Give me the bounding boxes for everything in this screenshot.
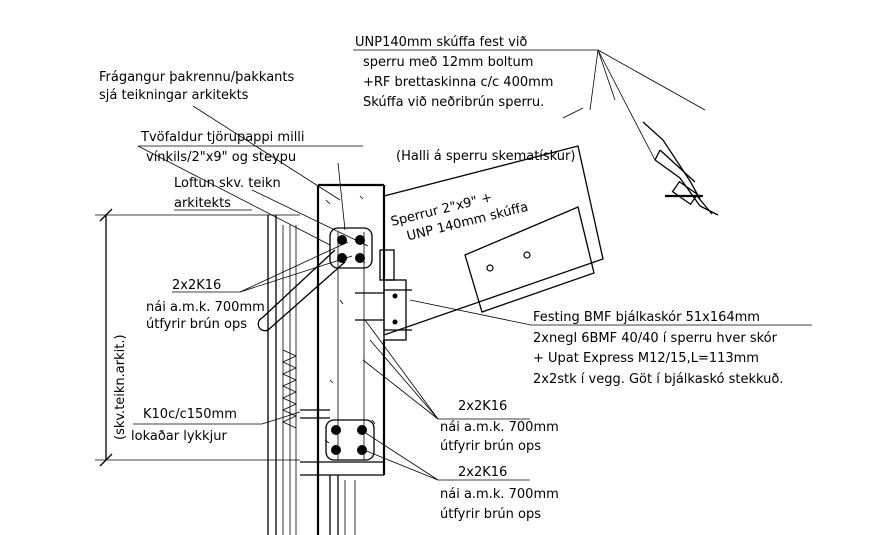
annotation-rebar-left: 2x2K16 nái a.m.k. 700mm útfyrir brún ops <box>146 278 265 332</box>
annotation-k10: K10c/c150mm lokaðar lykkjur <box>131 407 237 444</box>
rebar-left-line-2: nái a.m.k. 700mm <box>146 300 265 315</box>
annotation-sperrur: Sperrur 2"x9" + UNP 140mm skúffa <box>389 190 529 244</box>
annotation-unp: UNP140mm skúffa fest við sperru með 12mm… <box>355 35 553 110</box>
fragangur-line-1: Frágangur þakrennu/þakkants <box>99 70 295 85</box>
vertical-dimension <box>99 208 113 467</box>
tvofaldur-line-1: Tvöfaldur tjörupappi milli <box>140 130 305 145</box>
annotation-tvofaldur: Tvöfaldur tjörupappi milli vínkils/2"x9"… <box>140 130 305 165</box>
rebar-low-line-1: 2x2K16 <box>458 465 507 480</box>
unp-line-3: +RF brettaskinna c/c 400mm <box>363 75 553 90</box>
loftun-line-1: Loftun skv. teikn <box>174 176 281 191</box>
leader-lines <box>133 49 812 481</box>
unp-line-1: UNP140mm skúffa fest við <box>355 35 527 50</box>
annotation-rebar-mid: 2x2K16 nái a.m.k. 700mm útfyrir brún ops <box>440 399 559 454</box>
halli-label: (Halli á sperru skematískur) <box>396 149 575 164</box>
rebar-low-line-3: útfyrir brún ops <box>440 507 541 522</box>
rebar-mid-line-3: útfyrir brún ops <box>440 439 541 454</box>
annotation-festing: Festing BMF bjálkaskór 51x164mm 2xnegl 6… <box>533 310 783 387</box>
rebar-left-line-1: 2x2K16 <box>172 278 221 293</box>
unp-line-2: sperru með 12mm boltum <box>363 55 533 70</box>
unp-section-detail <box>642 121 719 216</box>
annotation-fragangur: Frágangur þakrennu/þakkants sjá teikning… <box>99 70 295 103</box>
vertical-dimension-label: (skv.teikn.arkit.) <box>113 334 128 440</box>
fragangur-line-2: sjá teikningar arkitekts <box>99 88 249 103</box>
rebar-mid-line-1: 2x2K16 <box>458 399 507 414</box>
rebar-mid-line-2: nái a.m.k. 700mm <box>440 420 559 435</box>
rebar-left-line-3: útfyrir brún ops <box>146 317 247 332</box>
annotation-loftun: Loftun skv. teikn arkitekts <box>174 176 281 211</box>
k10-line-1: K10c/c150mm <box>143 407 237 422</box>
rebar-low-line-2: nái a.m.k. 700mm <box>440 487 559 502</box>
rafter <box>355 145 604 341</box>
festing-line-4: 2x2stk í vegg. Göt í bjálkaskó stekkuð. <box>533 372 783 387</box>
unp-line-4: Skúffa við neðribrún sperru. <box>363 95 544 110</box>
festing-line-3: + Upat Express M12/15,L=113mm <box>533 351 759 366</box>
wall-section <box>95 183 386 535</box>
festing-line-1: Festing BMF bjálkaskór 51x164mm <box>533 310 760 325</box>
festing-line-2: 2xnegl 6BMF 40/40 í sperru hver skór <box>533 331 778 346</box>
loftun-line-2: arkitekts <box>174 196 231 211</box>
tvofaldur-line-2: vínkils/2"x9" og steypu <box>146 150 296 165</box>
k10-line-2: lokaðar lykkjur <box>131 429 227 444</box>
annotation-rebar-low: 2x2K16 nái a.m.k. 700mm útfyrir brún ops <box>440 465 559 522</box>
